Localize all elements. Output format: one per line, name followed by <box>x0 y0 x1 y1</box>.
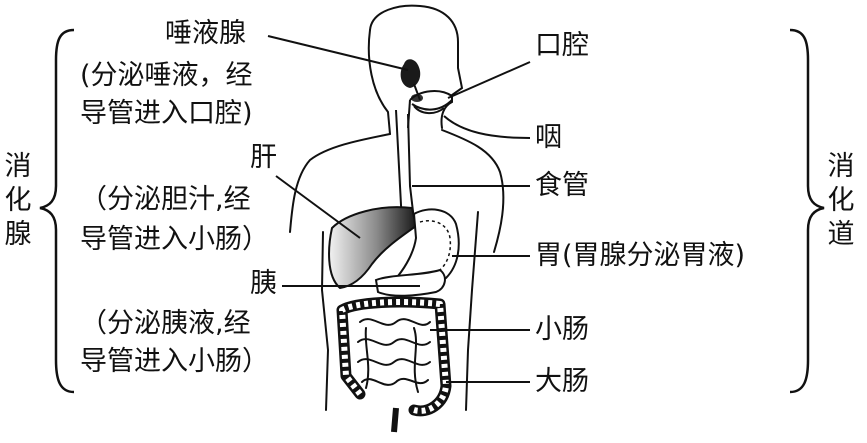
pharynx-label: 咽 <box>535 122 562 154</box>
liver-note-line-2: 导管进入小肠） <box>80 224 269 256</box>
liver-label: 肝 <box>250 142 277 174</box>
stomach-label: 胃(胃腺分泌胃液) <box>535 240 745 272</box>
pancreas-shape <box>376 270 445 296</box>
rectum-shape <box>394 408 396 432</box>
right-brace <box>790 30 824 392</box>
esophagus-label: 食管 <box>535 170 589 202</box>
digestive-glands-title: 消化腺 <box>3 150 33 252</box>
left-brace <box>40 30 74 392</box>
mouth-shape <box>408 91 452 128</box>
small-intestine-label: 小肠 <box>535 314 589 346</box>
large-intestine-label: 大肠 <box>535 366 589 398</box>
pancreas-label: 胰 <box>250 268 277 300</box>
salivary-gland-note-line-2: 导管进入口腔) <box>80 98 253 130</box>
salivary-gland-label: 唾液腺 <box>165 18 246 50</box>
mouth-label: 口腔 <box>535 30 589 62</box>
pancreas-note-line-2: 导管进入小肠） <box>80 346 269 378</box>
salivary-gland-note-line-1: (分泌唾液，经 <box>80 60 253 92</box>
small-intestine-shape <box>358 319 430 392</box>
salivary-gland-shape <box>401 59 423 102</box>
digestive-tract-title: 消化道 <box>826 150 856 252</box>
pancreas-note-line-1: （分泌胰液,经 <box>80 308 251 340</box>
liver-note-line-1: （分泌胆汁,经 <box>80 184 251 216</box>
